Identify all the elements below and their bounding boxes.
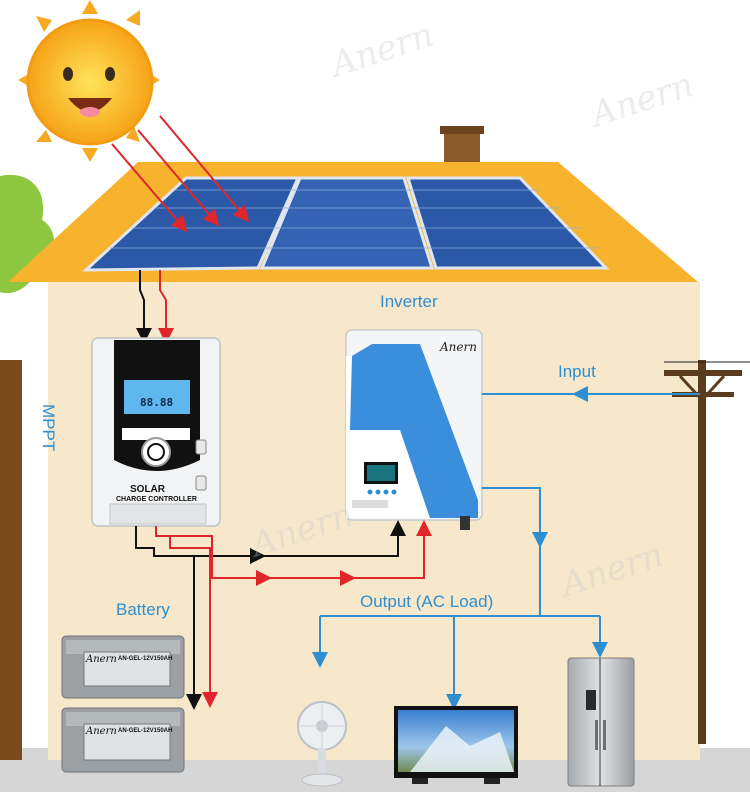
battery-bottom-model: AN-GEL-12V150AH — [118, 728, 173, 734]
ac-output-wires — [312, 487, 608, 710]
controller-to-inverter-positive — [155, 520, 432, 579]
inverter — [345, 329, 483, 530]
output-label: Output (AC Load) — [360, 592, 494, 611]
controller-badge: MPPT — [143, 416, 171, 427]
battery-top-model: AN-GEL-12V150AH — [118, 656, 173, 662]
utility-pole — [664, 360, 750, 744]
controller-to-inverter-negative — [135, 520, 406, 557]
panel-positive-wire — [158, 270, 174, 344]
mppt-label: MPPT — [39, 404, 58, 452]
television — [394, 706, 518, 784]
sunlight-arrows — [111, 115, 250, 233]
battery-top-brand: Anern — [86, 654, 117, 665]
charge-controller — [91, 337, 221, 527]
controller-lcd-value: 88.88 — [140, 396, 174, 409]
solar-panel-array — [82, 176, 610, 272]
inverter-label: Inverter — [380, 292, 438, 311]
sun — [18, 0, 160, 162]
input-label: Input — [558, 362, 596, 381]
inverter-brand: Anern — [440, 340, 477, 354]
panel-negative-wire — [136, 270, 152, 344]
controller-label-solar: SOLAR — [130, 484, 165, 495]
chimney — [444, 128, 480, 168]
battery-positive-wire — [169, 536, 218, 708]
battery-bank — [61, 635, 185, 773]
battery-bottom-brand: Anern — [86, 726, 117, 737]
battery-label: Battery — [116, 600, 170, 619]
controller-lcd — [124, 380, 190, 414]
controller-label-charge: CHARGE CONTROLLER — [116, 496, 197, 503]
fan — [297, 701, 347, 787]
refrigerator — [567, 657, 635, 787]
